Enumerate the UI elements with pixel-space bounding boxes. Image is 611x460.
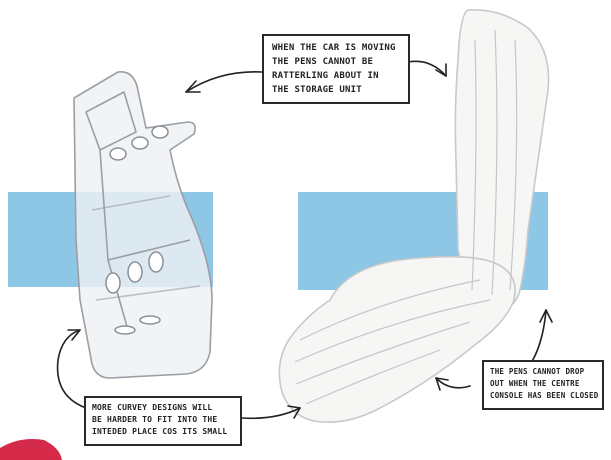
callout-line: BE HARDER TO FIT INTO THE — [92, 414, 234, 426]
arrow-bottom-left-to-right-sketch — [242, 408, 300, 418]
arrow-bottom-left-to-left-sketch — [58, 330, 86, 408]
callout-line: INTEDED PLACE COS ITS SMALL — [92, 426, 234, 438]
callout-line: MORE CURVEY DESIGNS WILL — [92, 402, 234, 414]
left-pen-holder-sketch — [74, 72, 212, 378]
callout-bottom-right: THE PENS CANNOT DROP OUT WHEN THE CENTRE… — [482, 360, 604, 410]
callout-line: OUT WHEN THE CENTRE — [490, 378, 596, 390]
callout-line: THE PENS CANNOT BE — [272, 55, 400, 69]
callout-line: THE STORAGE UNIT — [272, 83, 400, 97]
callout-top: WHEN THE CAR IS MOVING THE PENS CANNOT B… — [262, 34, 410, 104]
callout-line: THE PENS CANNOT DROP — [490, 366, 596, 378]
corner-accent-shape — [0, 439, 62, 460]
arrow-top-to-left-sketch — [186, 72, 262, 92]
callout-line: WHEN THE CAR IS MOVING — [272, 41, 400, 55]
callout-bottom-left: MORE CURVEY DESIGNS WILL BE HARDER TO FI… — [84, 396, 242, 446]
callout-line: RATTERLING ABOUT IN — [272, 69, 400, 83]
arrow-top-to-right-sketch — [408, 61, 446, 76]
callout-line: CONSOLE HAS BEEN CLOSED — [490, 390, 596, 402]
